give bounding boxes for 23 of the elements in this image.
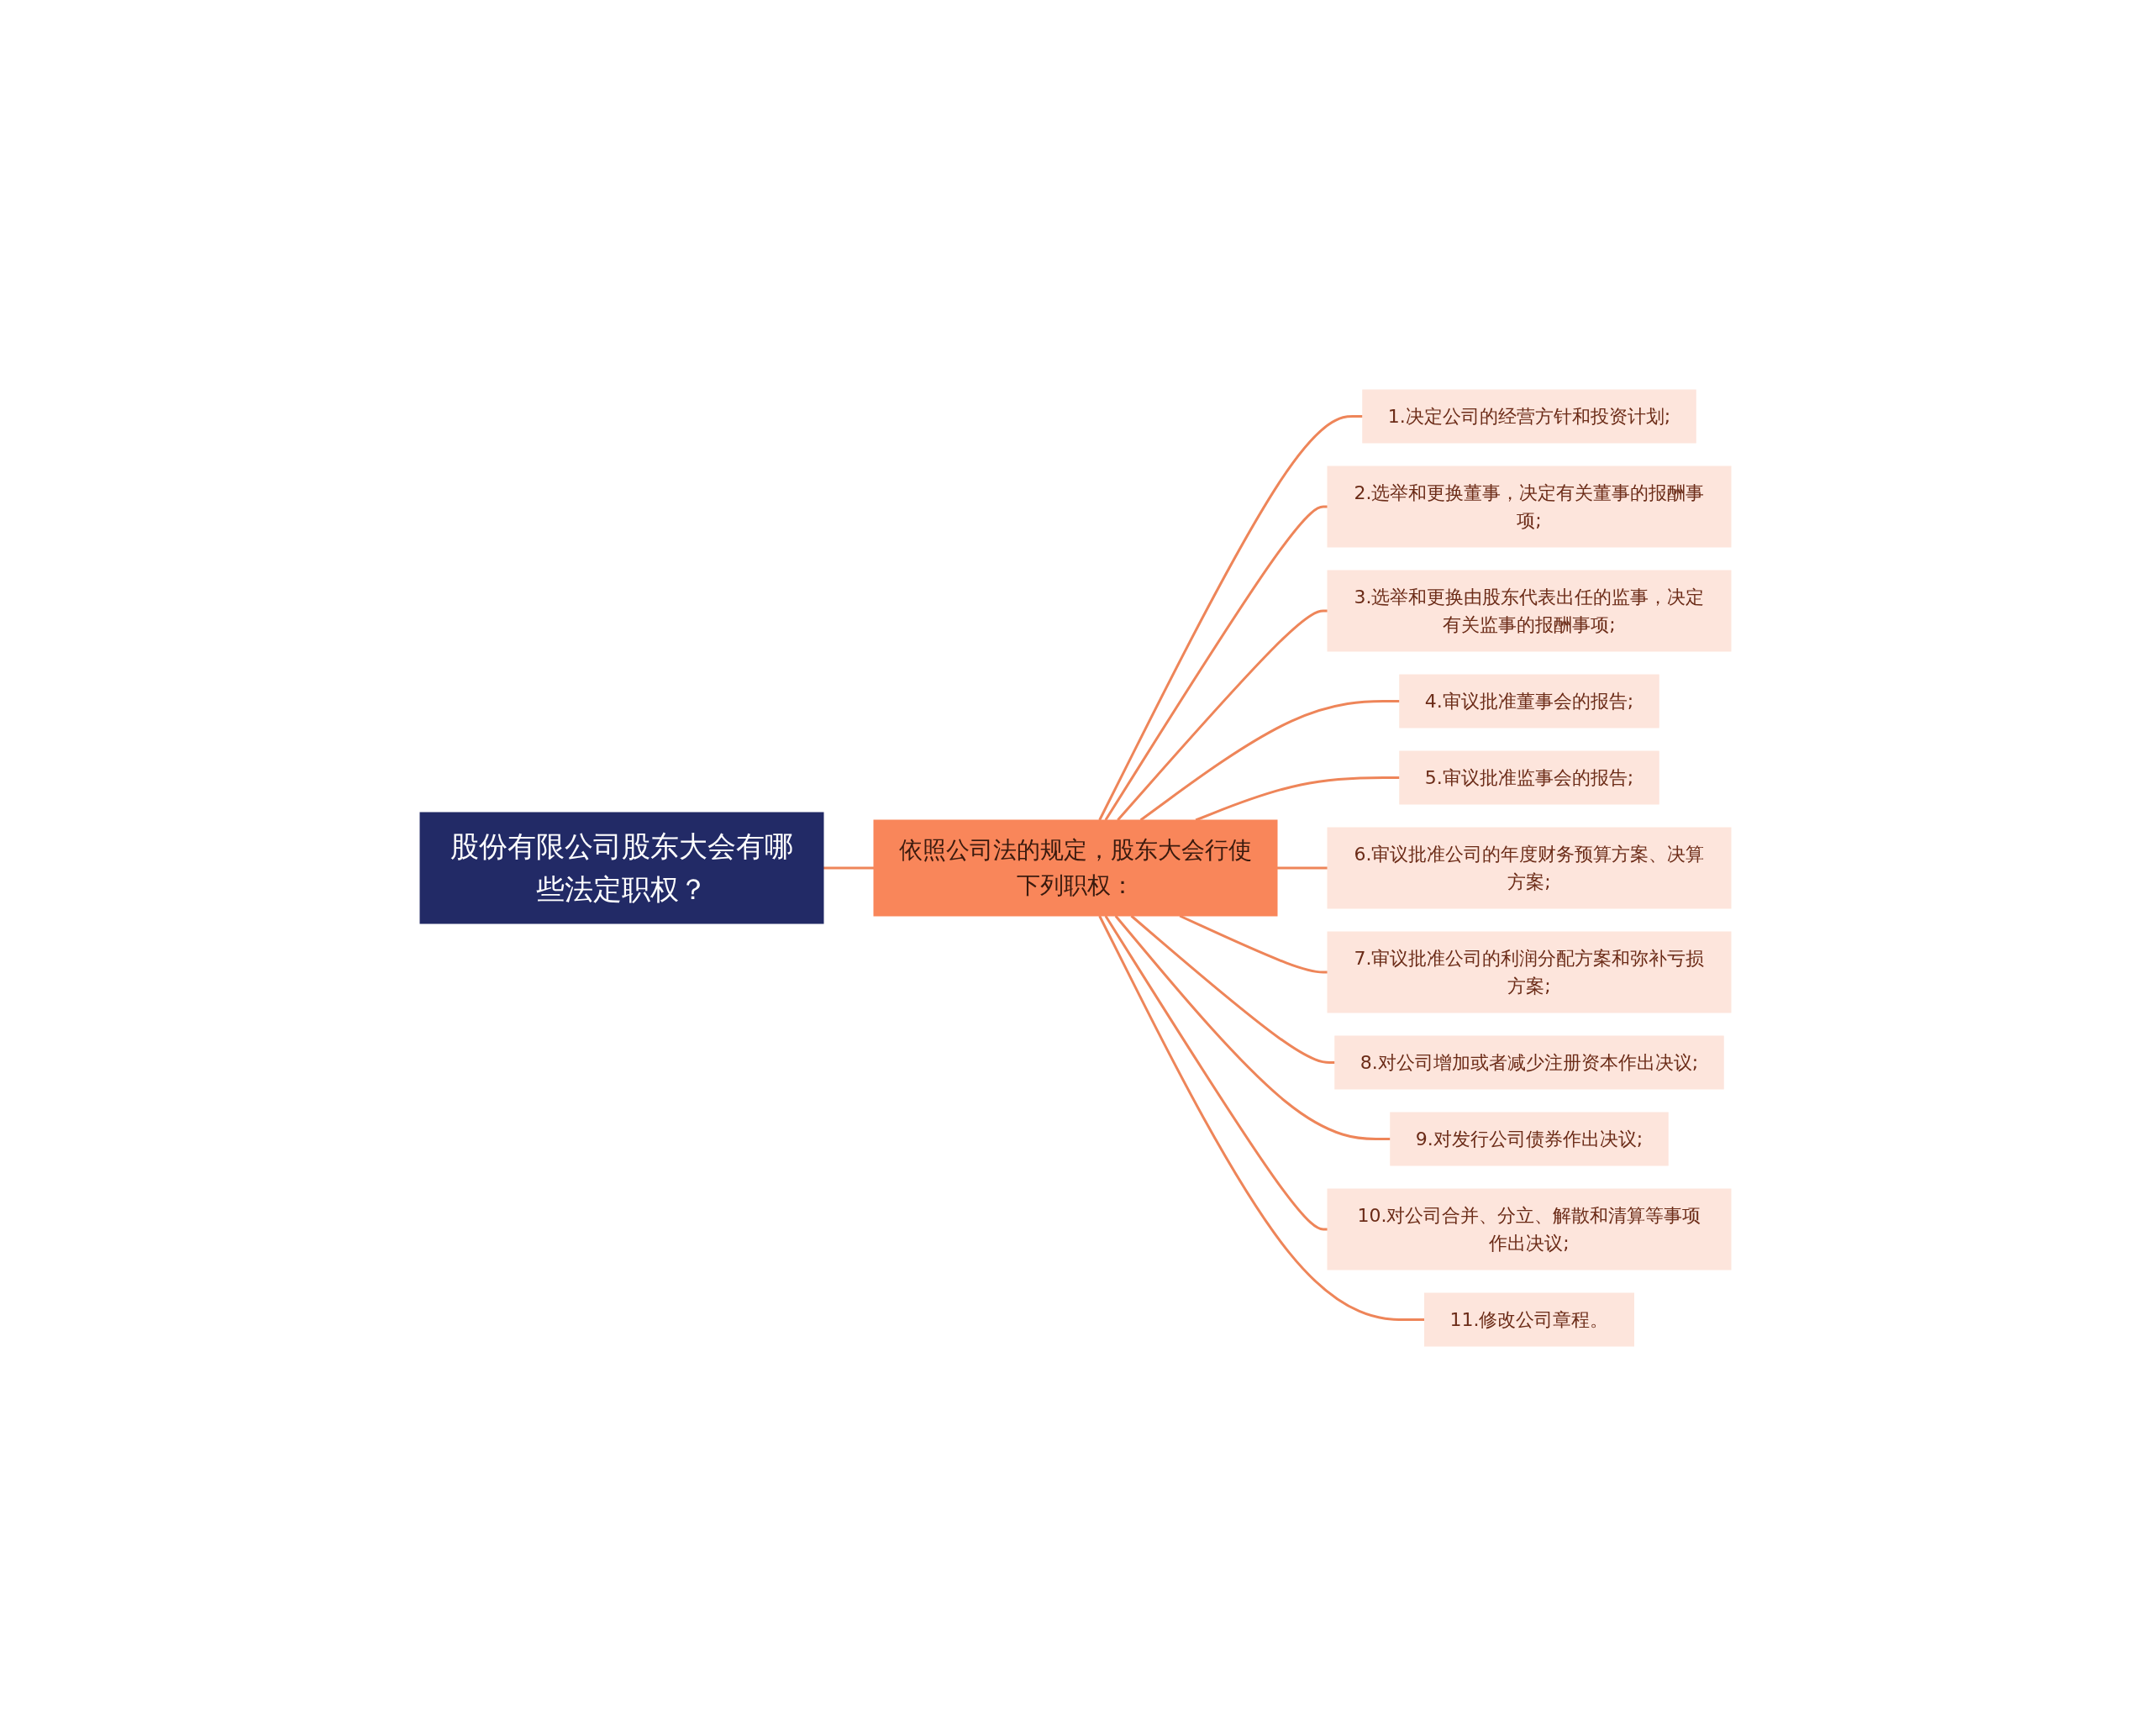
node-box: 4.审议批准董事会的报告; <box>1399 674 1659 729</box>
connector <box>1104 505 1328 821</box>
node-box: 6.审议批准公司的年度财务预算方案、决算方案; <box>1327 827 1732 909</box>
node-box: 7.审议批准公司的利润分配方案和弥补亏损方案; <box>1327 931 1732 1013</box>
node-box: 1.决定公司的经营方针和投资计划; <box>1362 389 1696 444</box>
connector <box>1104 915 1328 1231</box>
node-box: 9.对发行公司债券作出决议; <box>1390 1112 1669 1166</box>
node-box: 3.选举和更换由股东代表出任的监事，决定有关监事的报酬事项; <box>1327 570 1732 652</box>
node-box: 2.选举和更换董事，决定有关董事的报酬事项; <box>1327 466 1732 548</box>
connector <box>1195 776 1400 822</box>
connector <box>1277 866 1328 870</box>
node-box: 5.审议批准监事会的报告; <box>1399 750 1659 805</box>
node-box: 8.对公司增加或者减少注册资本作出决议; <box>1334 1035 1724 1090</box>
node-box: 依照公司法的规定，股东大会行使下列职权： <box>873 819 1278 917</box>
connector <box>823 866 874 870</box>
node-box: 10.对公司合并、分立、解散和清算等事项作出决议; <box>1327 1188 1732 1270</box>
connector <box>1139 700 1400 822</box>
connector <box>1098 915 1425 1321</box>
connector <box>1098 415 1363 821</box>
connector <box>1114 915 1391 1140</box>
node-box: 股份有限公司股东大会有哪些法定职权？ <box>419 812 824 924</box>
node-box: 11.修改公司章程。 <box>1424 1292 1634 1347</box>
connector <box>1117 609 1328 821</box>
